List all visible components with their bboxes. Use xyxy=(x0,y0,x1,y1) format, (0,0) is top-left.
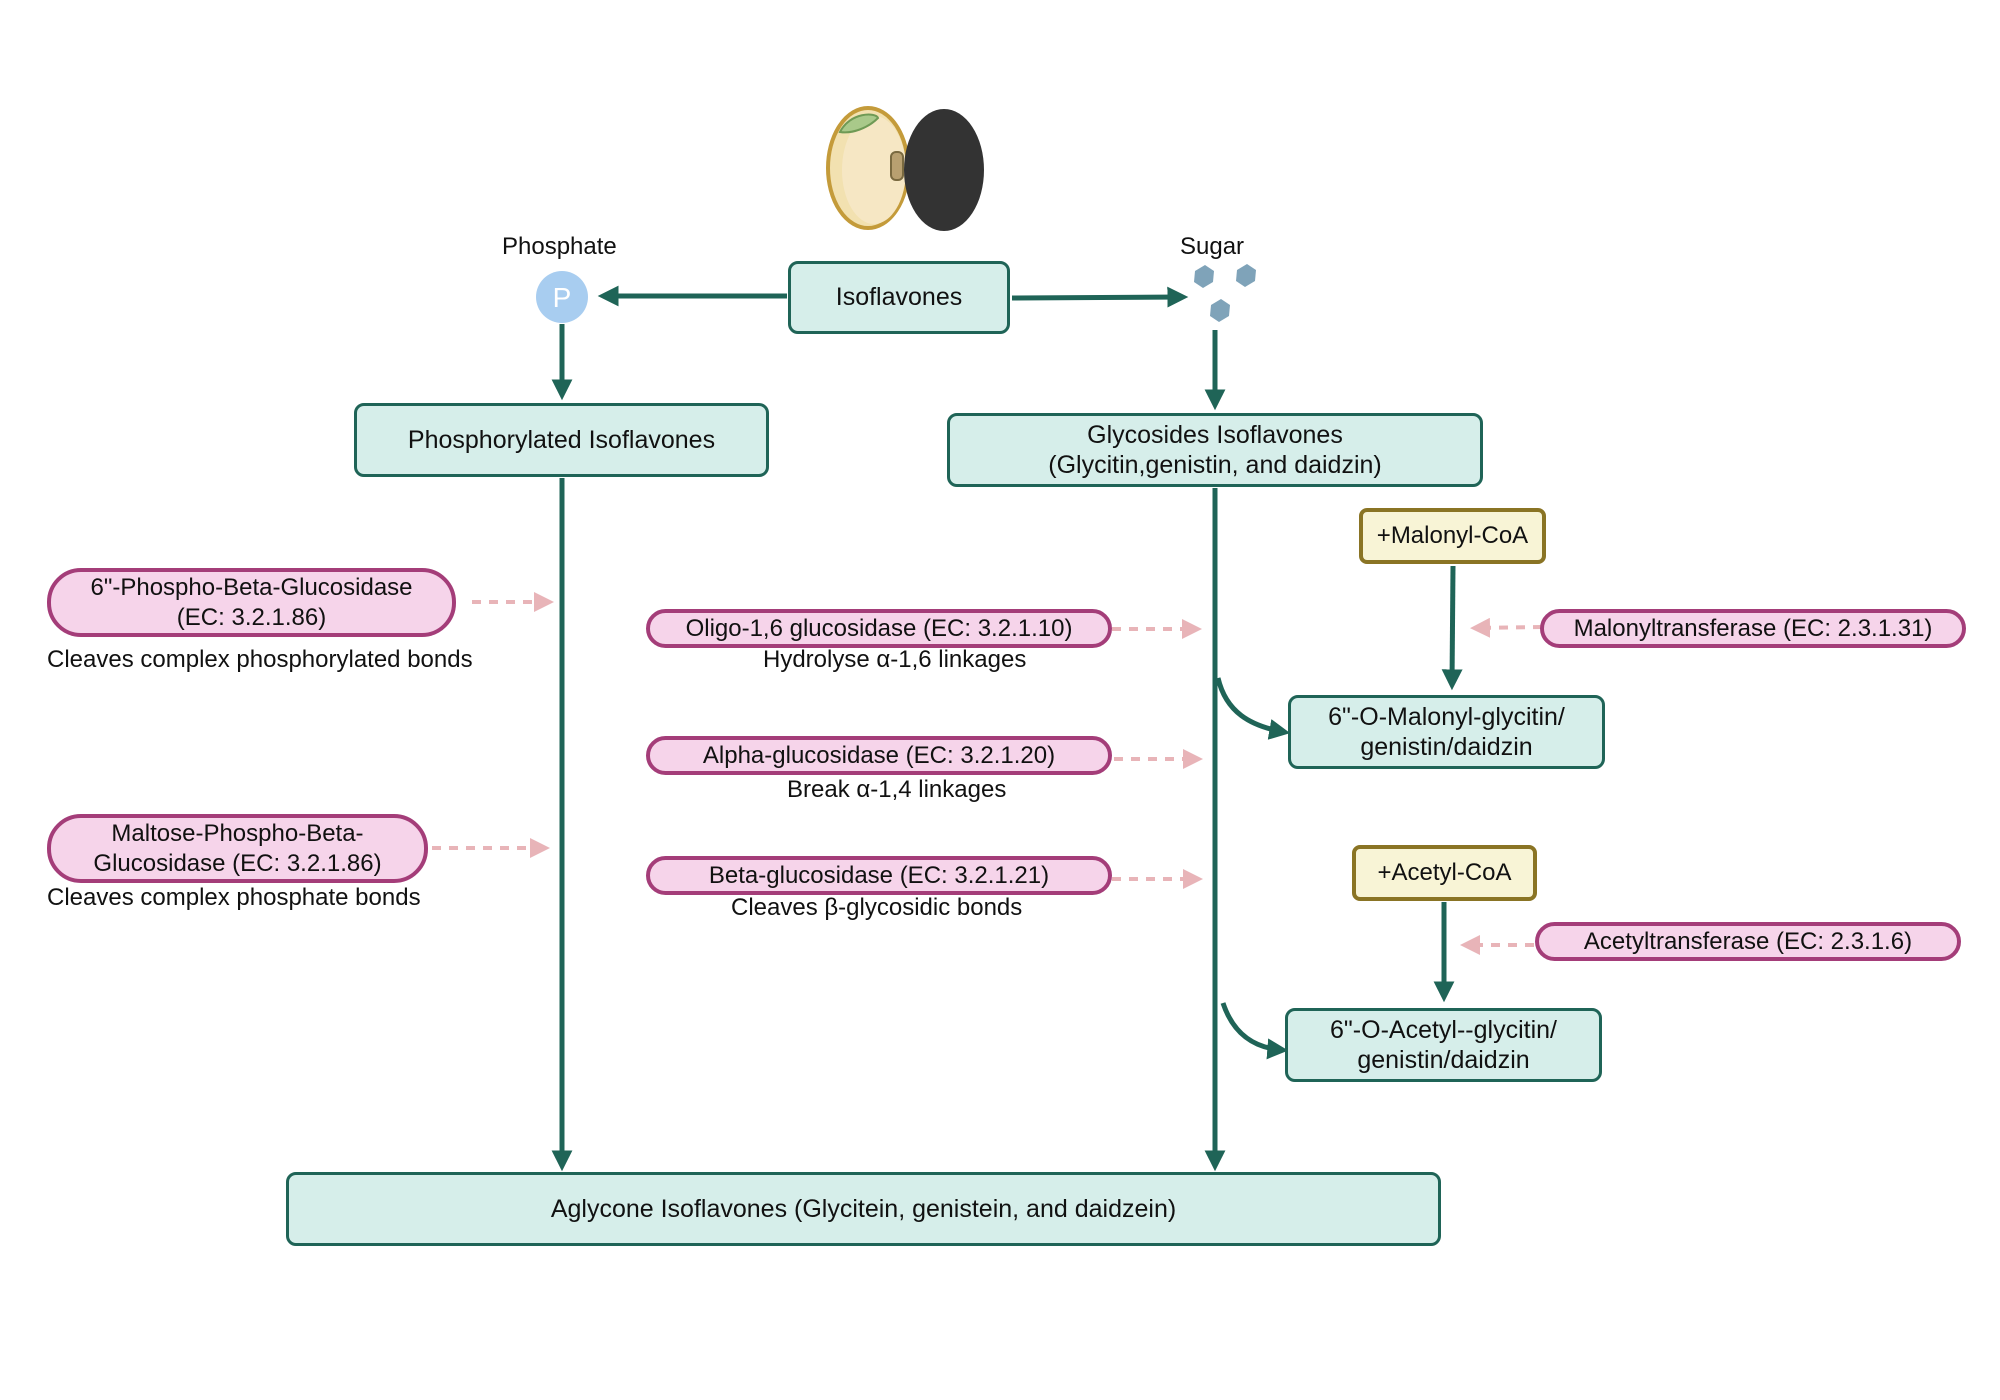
enzyme-note: Cleaves complex phosphate bonds xyxy=(47,884,421,911)
enzyme-label: Alpha-glucosidase (EC: 3.2.1.20) xyxy=(702,741,1056,769)
phosphate-label: Phosphate xyxy=(502,233,617,260)
acetyl-product-box: 6"-O-Acetyl--glycitin/ genistin/daidzin xyxy=(1285,1008,1602,1082)
enzyme-line1: Maltose-Phospho-Beta- xyxy=(111,820,364,848)
enzyme-label: Acetyltransferase (EC: 2.3.1.6) xyxy=(1583,927,1913,955)
malonyl-coa-label: +Malonyl-CoA xyxy=(1376,522,1529,550)
isoflavones-box: Isoflavones xyxy=(788,261,1010,334)
enzyme-label: Malonyltransferase (EC: 2.3.1.31) xyxy=(1573,614,1933,642)
acetyl-coa-box: +Acetyl-CoA xyxy=(1352,845,1537,901)
acetyl-product-line2: genistin/daidzin xyxy=(1357,1046,1530,1074)
enzyme-acetyltransferase: Acetyltransferase (EC: 2.3.1.6) xyxy=(1535,922,1961,961)
enzyme-label: Beta-glucosidase (EC: 3.2.1.21) xyxy=(708,861,1050,889)
phosphate-circle-icon: P xyxy=(536,271,588,323)
malonyl-coa-box: +Malonyl-CoA xyxy=(1359,508,1546,564)
enzyme-oligo-glucosidase: Oligo-1,6 glucosidase (EC: 3.2.1.10) xyxy=(646,609,1112,648)
glycosides-line1: Glycosides Isoflavones xyxy=(1087,420,1343,449)
black-bean-icon xyxy=(904,109,984,231)
phosphorylated-label: Phosphorylated Isoflavones xyxy=(407,425,716,454)
enzyme-label: Oligo-1,6 glucosidase (EC: 3.2.1.10) xyxy=(685,614,1073,642)
sugar-hexagon-icon xyxy=(1194,264,1256,322)
soybean-seed-icon xyxy=(826,106,910,230)
enzyme-note: Cleaves complex phosphorylated bonds xyxy=(47,646,473,673)
svg-text:P: P xyxy=(553,282,572,313)
enzyme-malonyltransferase: Malonyltransferase (EC: 2.3.1.31) xyxy=(1540,609,1966,648)
enzyme-note: Cleaves β-glycosidic bonds xyxy=(731,894,1023,921)
phosphorylated-isoflavones-box: Phosphorylated Isoflavones xyxy=(354,403,769,477)
isoflavones-label: Isoflavones xyxy=(835,283,963,312)
enzyme-line2: (EC: 3.2.1.86) xyxy=(176,603,327,631)
enzyme-beta-glucosidase: Beta-glucosidase (EC: 3.2.1.21) xyxy=(646,856,1112,895)
glycosides-isoflavones-box: Glycosides Isoflavones (Glycitin,genisti… xyxy=(947,413,1483,487)
enzyme-note: Break α-1,4 linkages xyxy=(787,776,1007,803)
malonyl-product-line2: genistin/daidzin xyxy=(1360,733,1533,761)
sugar-label: Sugar xyxy=(1180,233,1245,260)
glycosides-line2: (Glycitin,genistin, and daidzin) xyxy=(1048,451,1382,479)
enzyme-phospho-beta-glucosidase: 6"-Phospho-Beta-Glucosidase (EC: 3.2.1.8… xyxy=(47,568,456,637)
malonyl-product-box: 6"-O-Malonyl-glycitin/ genistin/daidzin xyxy=(1288,695,1605,769)
enzyme-note: Hydrolyse α-1,6 linkages xyxy=(763,646,1027,673)
aglycone-isoflavones-box: Aglycone Isoflavones (Glycitein, geniste… xyxy=(286,1172,1441,1246)
enzyme-alpha-glucosidase: Alpha-glucosidase (EC: 3.2.1.20) xyxy=(646,736,1112,775)
acetyl-coa-label: +Acetyl-CoA xyxy=(1377,859,1512,887)
enzyme-maltose-phospho-beta-glucosidase: Maltose-Phospho-Beta- Glucosidase (EC: 3… xyxy=(47,814,428,883)
aglycone-label: Aglycone Isoflavones (Glycitein, geniste… xyxy=(550,1194,1177,1223)
enzyme-line2: Glucosidase (EC: 3.2.1.86) xyxy=(93,849,382,877)
acetyl-product-line1: 6"-O-Acetyl--glycitin/ xyxy=(1330,1015,1557,1044)
enzyme-line1: 6"-Phospho-Beta-Glucosidase xyxy=(90,574,413,602)
malonyl-product-line1: 6"-O-Malonyl-glycitin/ xyxy=(1328,702,1565,731)
